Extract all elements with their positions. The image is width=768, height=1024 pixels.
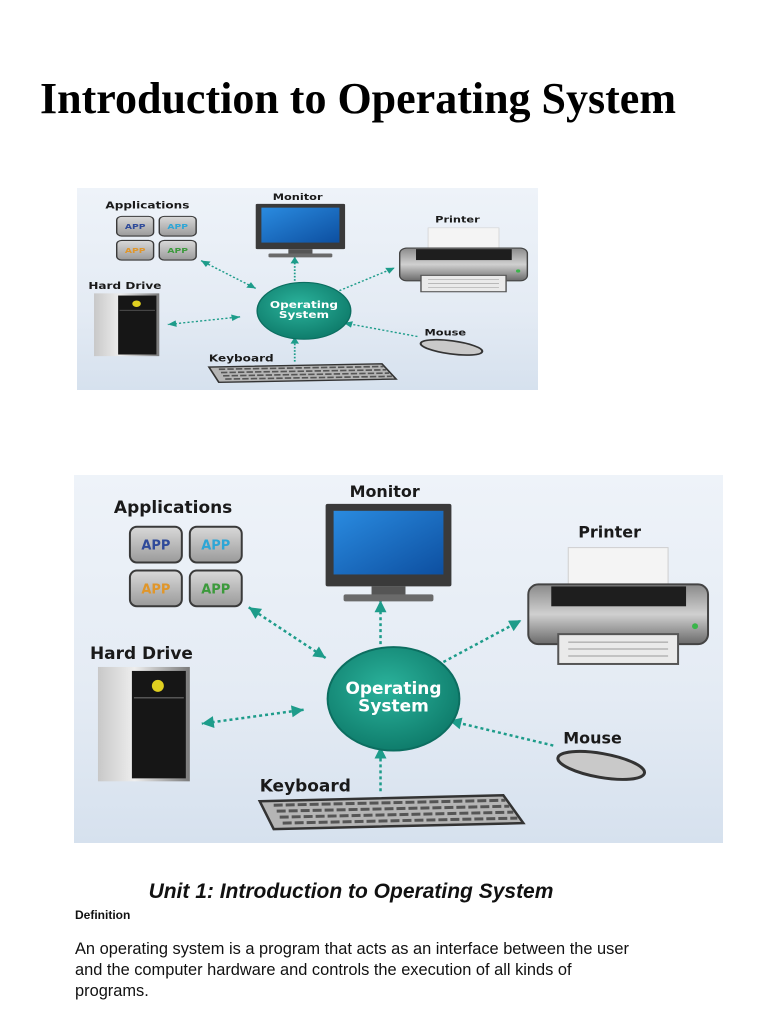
arrowhead-icon	[201, 716, 215, 728]
unit-heading: Unit 1: Introduction to Operating System	[148, 880, 554, 903]
keyboard-label: Keyboard	[209, 353, 274, 364]
arrowhead-icon	[507, 620, 522, 632]
app-tile	[188, 569, 243, 608]
app-tile	[116, 215, 155, 237]
printer-slot	[551, 586, 687, 607]
page-title-text: Introduction to Operating System	[40, 74, 676, 123]
arrowhead-icon	[374, 600, 387, 613]
arrowhead-icon	[374, 746, 387, 759]
app-tile-label: APP	[167, 222, 188, 231]
app-tile-label: APP	[141, 539, 170, 554]
mouse-label: Mouse	[563, 729, 622, 748]
operating-system-node	[256, 281, 352, 340]
monitor-base	[343, 594, 434, 602]
os-label-line2: System	[279, 309, 329, 320]
arrowhead-icon	[290, 705, 304, 718]
mouse-icon	[556, 749, 647, 781]
monitor-label: Monitor	[350, 482, 420, 501]
mouse-label: Mouse	[425, 329, 467, 338]
monitor-label: Monitor	[273, 193, 323, 202]
app-tile-label: APP	[167, 246, 188, 255]
os-label-line1: Operating	[345, 678, 441, 698]
printer-label: Printer	[435, 215, 480, 224]
applications-label: Applications	[114, 497, 232, 517]
definition-label: Definition	[75, 908, 131, 922]
mouse-icon	[419, 338, 484, 356]
monitor-base	[268, 253, 333, 258]
arrowhead-icon	[231, 314, 241, 321]
app-tile	[158, 239, 197, 261]
os-label-line1: Operating	[270, 299, 338, 310]
app-tile-label: APP	[125, 222, 146, 231]
app-tile-label: APP	[201, 582, 230, 597]
arrowhead-icon	[312, 646, 326, 659]
printer-arrow	[442, 619, 522, 664]
arrowhead-icon	[246, 282, 256, 289]
app-tile-label: APP	[125, 246, 146, 255]
app-tile	[116, 239, 155, 261]
mouse-arrow	[449, 719, 554, 747]
printer-label: Printer	[578, 523, 641, 542]
printer-led	[692, 623, 699, 630]
hard-drive-led	[132, 300, 141, 308]
keyboard-keys-row	[282, 816, 518, 825]
app-tile	[158, 215, 197, 237]
keyboard-keys-row	[220, 368, 387, 374]
hard-drive-arrow	[201, 708, 304, 725]
app-tile-label: APP	[201, 539, 230, 554]
hard-drive-led	[151, 679, 164, 692]
arrowhead-icon	[167, 320, 177, 327]
app-tile-label: APP	[141, 582, 170, 597]
arrowhead-icon	[290, 337, 299, 344]
definition-text: An operating system is a program that ac…	[75, 940, 629, 1000]
keyboard-keys-row	[218, 365, 384, 371]
monitor-screen	[261, 207, 340, 243]
keyboard-keys-row	[279, 810, 514, 819]
monitor-screen	[333, 510, 444, 575]
app-tile	[128, 525, 183, 564]
monitor-stand	[288, 249, 313, 255]
keyboard-keys-row	[276, 804, 510, 813]
arrowhead-icon	[385, 267, 395, 274]
arrowhead-icon	[248, 607, 263, 619]
applications-arrow	[200, 260, 257, 290]
printer-slot	[416, 249, 512, 261]
keyboard-keys-row	[223, 372, 390, 377]
keyboard-keys-row	[225, 375, 392, 380]
mouse-arrow	[343, 322, 418, 338]
printer-led	[516, 269, 521, 273]
arrowhead-icon	[290, 256, 299, 264]
hard-drive-label: Hard Drive	[88, 280, 161, 291]
monitor-stand	[371, 586, 406, 597]
os-label-line2: System	[358, 696, 429, 716]
keyboard-keys-row	[273, 798, 506, 807]
hard-drive-label: Hard Drive	[90, 643, 193, 663]
arrowhead-icon	[201, 260, 211, 267]
applications-label: Applications	[105, 200, 189, 211]
hard-drive-arrow	[167, 316, 241, 326]
app-tile	[188, 525, 243, 564]
app-tile	[128, 569, 183, 608]
page-title: Introduction to Operating System	[0, 70, 716, 128]
keyboard-label: Keyboard	[260, 775, 351, 795]
applications-arrow	[248, 606, 327, 660]
operating-system-node	[326, 646, 461, 752]
printer-arrow	[338, 267, 396, 292]
